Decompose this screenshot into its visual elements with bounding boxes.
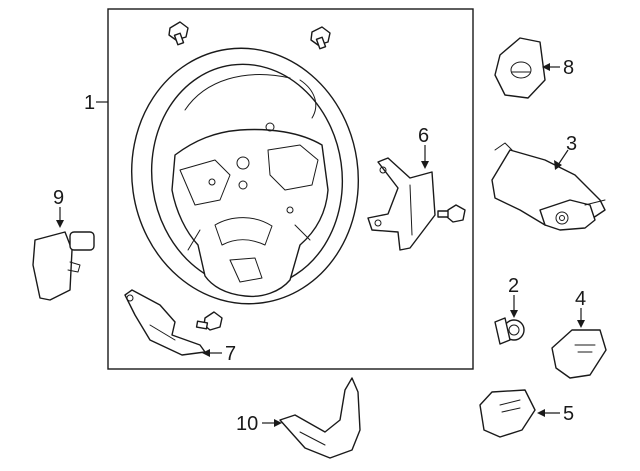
leader-lines xyxy=(56,63,585,427)
steering-wheel-hub xyxy=(171,122,329,298)
part-8-switch xyxy=(494,37,546,99)
callout-6: 6 xyxy=(418,125,429,147)
part-4-switch xyxy=(551,329,607,379)
callout-3: 3 xyxy=(566,133,577,155)
callout-9: 9 xyxy=(53,187,64,209)
callout-1: 1 xyxy=(84,92,95,114)
part-7-switch-bracket xyxy=(124,289,206,356)
part-7-bolt xyxy=(195,311,223,331)
callout-8: 8 xyxy=(563,57,574,79)
callout-7: 7 xyxy=(225,343,236,365)
steering-wheel-assembly-box xyxy=(107,8,474,370)
callout-4: 4 xyxy=(575,288,586,310)
part-6-bracket xyxy=(367,157,436,251)
part-10-trim-cover xyxy=(279,377,361,459)
part-2-fastener xyxy=(494,317,525,345)
callout-5: 5 xyxy=(563,403,574,425)
part-5-switch xyxy=(479,389,536,438)
part-9-button xyxy=(32,231,95,301)
callout-10: 10 xyxy=(236,413,258,435)
part-3-airbag-module xyxy=(491,142,606,231)
bolt-top-right xyxy=(310,26,331,50)
bolt-top-left xyxy=(168,21,189,46)
callout-2: 2 xyxy=(508,275,519,297)
part-6-bolt xyxy=(437,204,466,223)
